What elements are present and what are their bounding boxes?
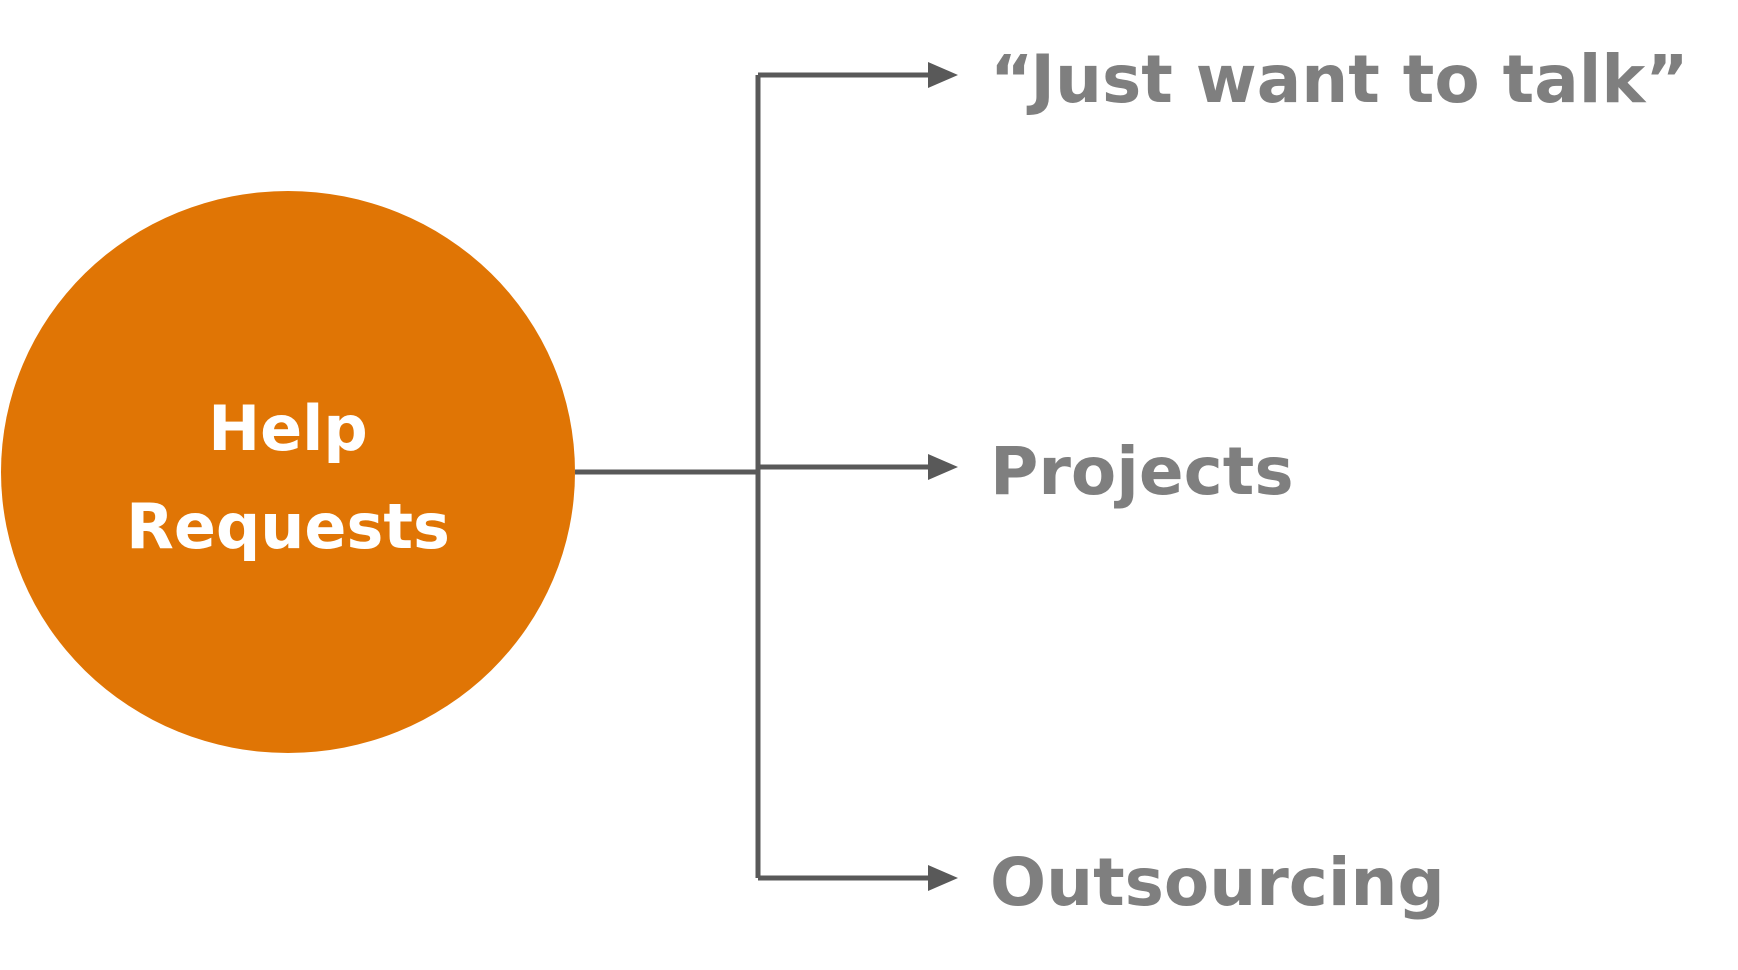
- branch-label-just-want-to-talk: “Just want to talk”: [990, 41, 1689, 118]
- help-requests-node: Help Requests: [1, 191, 575, 753]
- branch-label-outsourcing: Outsourcing: [990, 844, 1445, 921]
- arrow-right-icon: [928, 454, 958, 480]
- branch-labels: “Just want to talk” Projects Outsourcing: [990, 41, 1689, 921]
- connectors: [575, 62, 958, 891]
- arrow-right-icon: [928, 62, 958, 88]
- branch-label-projects: Projects: [990, 433, 1294, 510]
- center-label-line2: Requests: [126, 490, 450, 563]
- center-label-line1: Help: [208, 392, 368, 465]
- arrow-right-icon: [928, 865, 958, 891]
- help-requests-circle: [1, 191, 575, 753]
